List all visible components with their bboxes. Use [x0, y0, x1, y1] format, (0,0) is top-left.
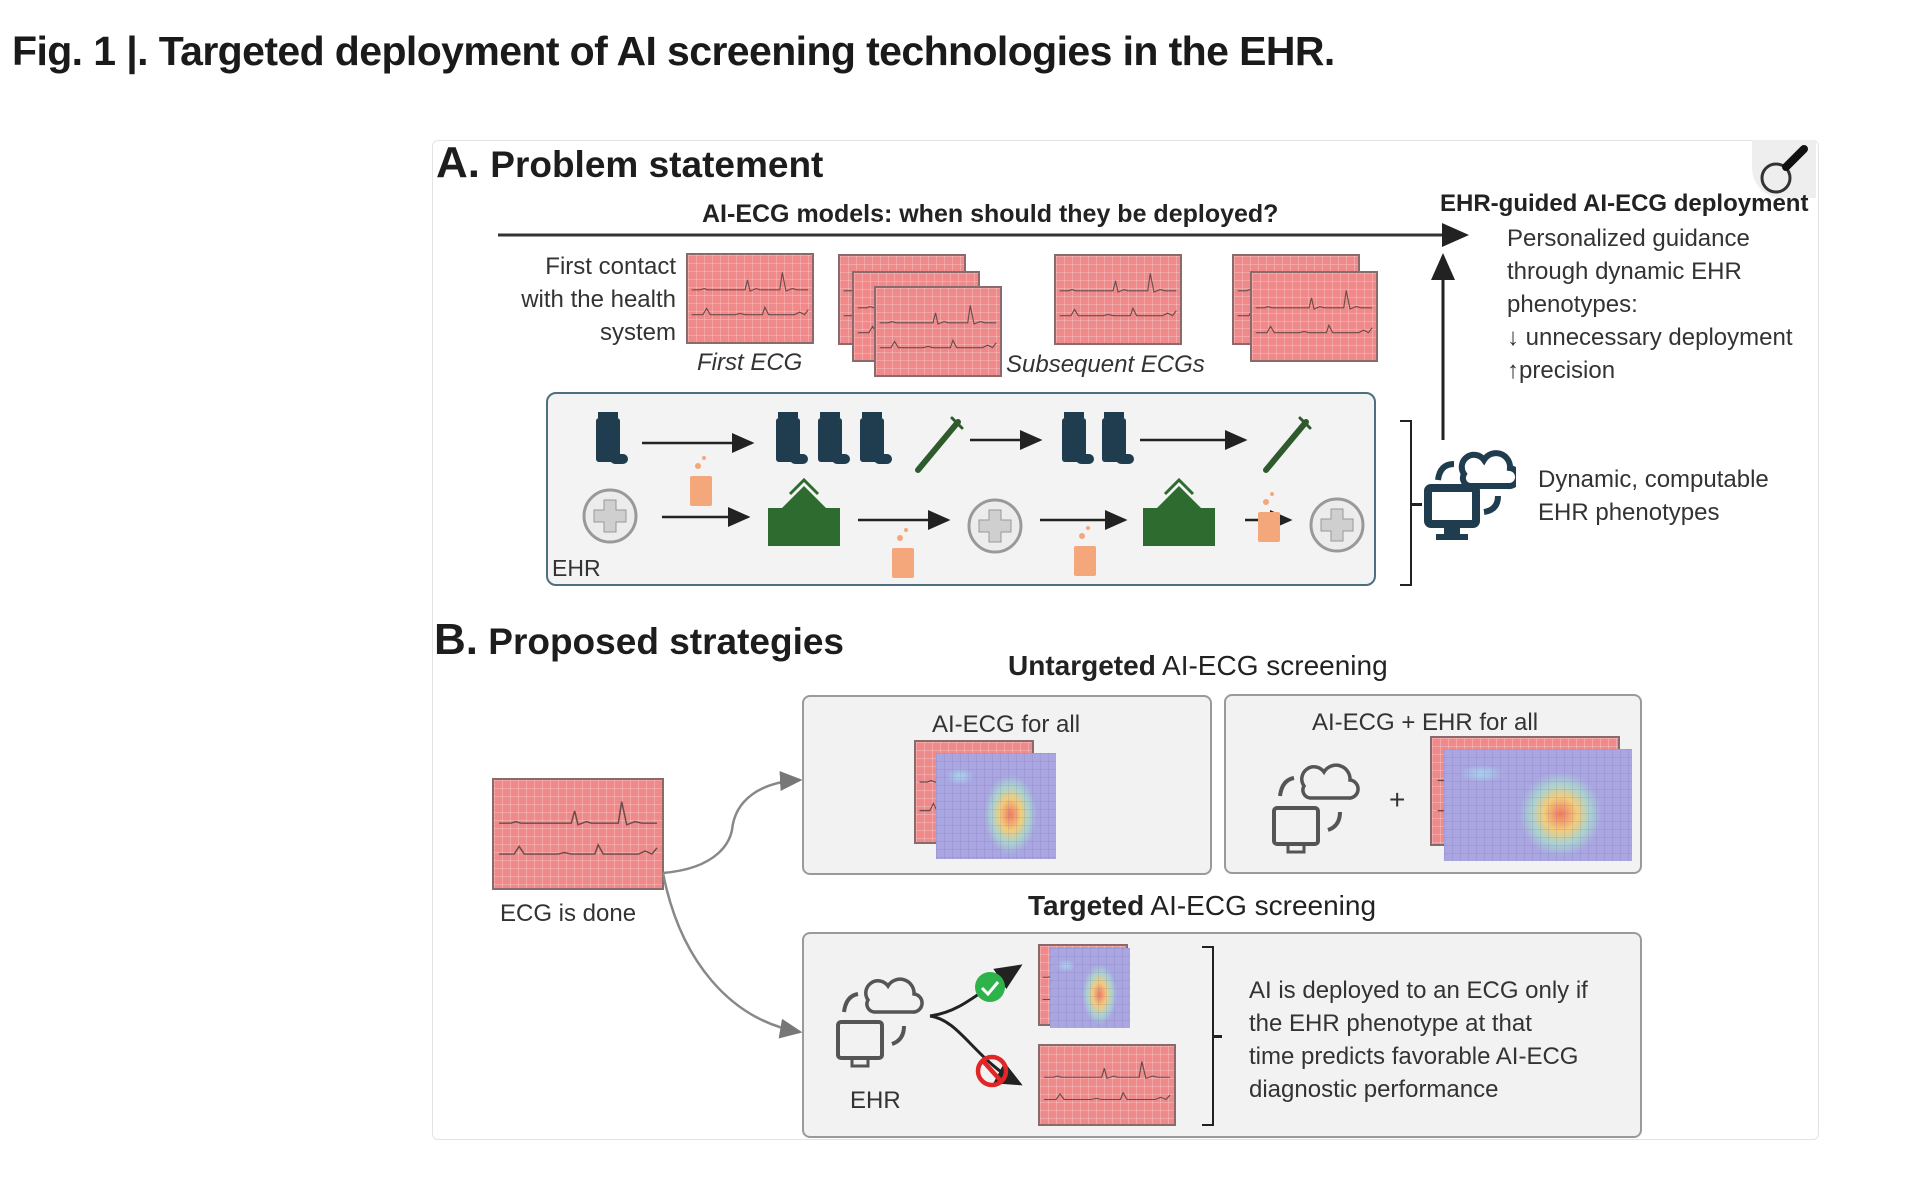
panel-ai-ecg-all-label: AI-ECG for all: [932, 711, 1081, 738]
ecg-waveform: [879, 305, 997, 325]
ehr-bracket: [1400, 420, 1412, 586]
section-b-title: Proposed strategies: [488, 621, 845, 662]
section-b-letter: B.: [434, 615, 478, 664]
ecg-waveform: [1255, 323, 1373, 334]
untargeted-rest: AI-ECG screening: [1155, 650, 1388, 681]
section-a-letter: A.: [436, 138, 480, 187]
clinic-icon: [1309, 497, 1365, 553]
syringe-icon: [1263, 416, 1312, 473]
ecg-waveform: [1059, 273, 1177, 293]
ecg-strip-plain: [1038, 1044, 1176, 1126]
medication-icon: [1062, 412, 1134, 464]
section-b-heading: B. Proposed strategies: [434, 615, 844, 665]
ehr-computer-cloud-icon: [836, 977, 924, 1068]
ecg-waveform: [1255, 290, 1373, 310]
check-circle-icon: [975, 972, 1005, 1002]
guided-text: Personalized guidance through dynamic EH…: [1507, 222, 1793, 387]
ecg-heatmap: [1444, 749, 1632, 861]
figure-title: Fig. 1 |. Targeted deployment of AI scre…: [12, 28, 1335, 74]
targeted-rest: AI-ECG screening: [1144, 890, 1377, 921]
medication-icon: [776, 412, 892, 464]
ecg-trace: [1059, 273, 1177, 317]
ehr-events-box: [546, 392, 1376, 586]
ecg-trace: [879, 305, 997, 349]
guided-line: ↓ unnecessary deployment: [1507, 324, 1793, 351]
phenotype-line: EHR phenotypes: [1538, 499, 1720, 526]
lab-test-icon: [690, 456, 712, 506]
untargeted-heading: Untargeted AI-ECG screening: [1008, 650, 1388, 682]
ecg-trace: [1255, 290, 1373, 334]
targeted-heading: Targeted AI-ECG screening: [1028, 890, 1376, 922]
targeted-bracket-tick: [1214, 1035, 1222, 1038]
magnifier-icon[interactable]: [1752, 140, 1816, 198]
untargeted-bold: Untargeted: [1008, 650, 1156, 681]
targeted-bracket: [1202, 946, 1214, 1126]
lab-test-icon: [1074, 526, 1096, 576]
ehr-computer-cloud-icon: [1272, 763, 1360, 854]
ecg-waveform: [691, 272, 809, 292]
ecg-waveform: [1059, 306, 1177, 317]
first-contact-line: First contact: [545, 253, 676, 280]
clinic-icon: [582, 488, 638, 544]
guided-title: EHR-guided AI-ECG deployment: [1440, 190, 1809, 217]
ecg-strip-single: [1054, 254, 1182, 345]
ecg-waveform: [879, 338, 997, 349]
targeted-ehr-label: EHR: [850, 1087, 901, 1114]
first-contact-line: system: [599, 319, 676, 346]
ecg-waveform: [499, 801, 657, 826]
ecg-strip-stack-1c: [874, 286, 1002, 377]
ecg-strip-stack-2b: [1250, 271, 1378, 362]
syringe-icon: [915, 416, 964, 473]
targeted-line: diagnostic performance: [1249, 1076, 1499, 1103]
ecg-waveform: [1044, 1091, 1171, 1101]
panel-targeted: [802, 932, 1642, 1138]
ehr-arrows: [642, 430, 1293, 530]
phenotype-line: Dynamic, computable: [1538, 466, 1769, 493]
ecg-waveform: [499, 842, 658, 855]
medication-icon: [596, 412, 628, 464]
clinic-icon: [967, 498, 1023, 554]
plus-sign: +: [1389, 784, 1406, 815]
ecg-heatmap: [1050, 948, 1130, 1028]
lab-test-icon: [892, 528, 914, 578]
guided-line: phenotypes:: [1507, 291, 1638, 318]
first-ecg-label: First ECG: [697, 349, 803, 376]
ecg-strip-first: [686, 253, 814, 344]
ecg-trace: [691, 272, 809, 316]
ecg-done-label: ECG is done: [500, 900, 637, 927]
subsequent-ecgs-label: Subsequent ECGs: [1006, 351, 1205, 378]
ehr-box-label: EHR: [552, 555, 601, 581]
first-contact-label: First contact with the health system: [490, 250, 676, 349]
ecg-heatmap: [936, 753, 1056, 859]
targeted-line: the EHR phenotype at that: [1249, 1010, 1532, 1037]
panel-ai-ecg-ehr-all-label: AI-ECG + EHR for all: [1312, 709, 1539, 736]
section-a-title: Problem statement: [490, 144, 824, 185]
hospital-icon: [1143, 477, 1215, 546]
guided-line: ↑precision: [1507, 357, 1616, 384]
ehr-bracket-tick: [1412, 503, 1422, 506]
section-a-heading: A. Problem statement: [436, 138, 823, 188]
hospital-icon: [768, 477, 840, 546]
targeted-bold: Targeted: [1028, 890, 1145, 921]
lab-test-icon: [1258, 492, 1280, 542]
ecg-trace: [1044, 1061, 1171, 1101]
guided-line: Personalized guidance: [1507, 225, 1750, 252]
timeline-label: AI-ECG models: when should they be deplo…: [702, 200, 1279, 228]
prohibited-icon: [975, 1054, 1009, 1088]
ecg-waveform: [1044, 1061, 1170, 1080]
ecg-strip-done: [492, 778, 664, 890]
ecg-waveform: [691, 305, 809, 316]
targeted-description: AI is deployed to an ECG only if the EHR…: [1249, 974, 1588, 1106]
targeted-line: time predicts favorable AI-ECG: [1249, 1043, 1579, 1070]
targeted-line: AI is deployed to an ECG only if: [1249, 977, 1588, 1004]
ehr-computer-cloud-icon: [1424, 450, 1516, 540]
first-contact-line: with the health: [521, 286, 676, 313]
phenotype-text: Dynamic, computable EHR phenotypes: [1538, 463, 1769, 529]
guided-line: through dynamic EHR: [1507, 258, 1742, 285]
ecg-trace: [499, 801, 658, 855]
